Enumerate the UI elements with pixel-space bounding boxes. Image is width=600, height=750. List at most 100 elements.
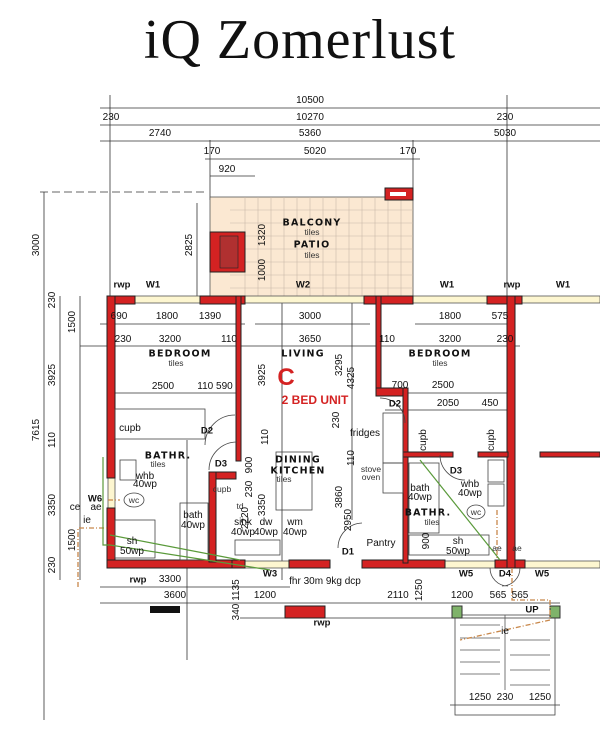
cupboard-label: cupb <box>486 429 497 451</box>
dimension-label: 3925 <box>47 363 58 387</box>
dimension-label: 3925 <box>257 363 268 387</box>
cleaning-eye-label: ce <box>69 502 81 513</box>
dimension-label: 230 <box>496 112 514 123</box>
dimension-label: 110 <box>379 334 395 345</box>
access-eye-label: ae <box>90 502 102 513</box>
dimension-label: 1390 <box>198 311 222 322</box>
dimension-label: 170 <box>399 146 417 157</box>
bath-label: bath <box>183 510 203 521</box>
dimension-label: 2740 <box>148 128 172 139</box>
window-label: W5 <box>534 568 550 580</box>
finish-label: tiles <box>150 458 166 469</box>
room-label-kitchen: KITCHEN <box>270 465 326 477</box>
shower-label: sh <box>126 536 138 547</box>
stair-up-label: UP <box>525 604 539 616</box>
room-label-bedroom: BEDROOM <box>408 348 472 360</box>
sink-label: sink <box>234 517 252 528</box>
stove-label: stove <box>360 463 382 474</box>
fire-hose-reel-box <box>284 605 326 619</box>
shower-label: sh <box>452 536 464 547</box>
room-label-pantry: Pantry <box>366 538 396 549</box>
door-label: D3 <box>214 458 228 470</box>
stair-post-left <box>451 605 463 619</box>
toilet-label: wc <box>128 494 140 505</box>
dimension-label: 10500 <box>296 95 324 106</box>
fridges-label: fridges <box>349 428 381 439</box>
rain-water-pipe-label: rwp <box>129 574 147 586</box>
window-label: W6 <box>87 493 103 505</box>
waterproofing-label: 40wp <box>408 492 432 503</box>
room-label-living: LIVING <box>281 348 325 360</box>
dimension-label: 920 <box>218 164 236 175</box>
dimension-label: 565 <box>511 590 529 601</box>
access-eye-label: ae <box>512 542 522 553</box>
dimension-label: 1200 <box>253 590 277 601</box>
dimension-label: 1500 <box>67 310 78 334</box>
room-label-patio: PATIO <box>293 239 331 251</box>
dimension-label: 230 <box>331 411 342 429</box>
finish-label: tiles <box>168 357 184 368</box>
dimension-label: 3350 <box>257 493 268 517</box>
dimension-label: 230 <box>496 334 514 345</box>
room-label-bathroom: BATHR. <box>144 450 192 462</box>
door-label: D1 <box>341 546 355 558</box>
drain-lines <box>77 499 551 641</box>
unit-letter: C <box>277 364 295 391</box>
dimension-label: 900 <box>244 456 255 474</box>
door-label: D2 <box>200 425 214 437</box>
dimension-label: 1250 <box>468 692 492 703</box>
finish-label: tiles <box>276 473 292 484</box>
dimension-label: 575 <box>491 311 509 322</box>
dimension-label: 3200 <box>438 334 462 345</box>
waterproofing-label: 40wp <box>458 488 482 499</box>
dimension-label: 3300 <box>158 574 182 585</box>
window-label: W5 <box>458 568 474 580</box>
cupboard-label: cupb <box>212 483 232 494</box>
dimension-label: 1200 <box>450 590 474 601</box>
dimension-label: 230 <box>102 112 120 123</box>
dimension-label: 4325 <box>346 366 357 390</box>
dimension-label: 230 <box>47 556 58 574</box>
dimension-label: 3295 <box>334 353 345 377</box>
dimension-label: 110 <box>260 429 271 445</box>
inspection-eye-label: ie <box>83 515 91 526</box>
cupboard-label: cupb <box>418 429 429 451</box>
window-label: W1 <box>145 279 161 291</box>
cupboard-label: cupb <box>119 423 141 434</box>
window-label: W1 <box>439 279 455 291</box>
room-label-balcony: BALCONY <box>282 217 342 229</box>
door-label: D3 <box>449 465 463 477</box>
dimension-label: 5030 <box>493 128 517 139</box>
dimension-label: 450 <box>481 398 499 409</box>
dimension-label: 230 <box>244 480 255 498</box>
finish-label: tiles <box>304 249 320 260</box>
dimension-label: 5360 <box>298 128 322 139</box>
rain-water-pipe-label: rwp <box>113 279 131 291</box>
dimension-label: 3650 <box>298 334 322 345</box>
walls <box>106 295 600 569</box>
waterproofing-label: 50wp <box>120 546 144 557</box>
dimension-label: 1250 <box>414 578 425 602</box>
dimension-label: 565 <box>489 590 507 601</box>
dimension-label: 3600 <box>163 590 187 601</box>
dimension-label: 690 <box>110 311 128 322</box>
dimension-label: 3860 <box>334 485 345 509</box>
window-label: W2 <box>295 279 311 291</box>
dimension-label: 3000 <box>298 311 322 322</box>
waterproofing-label: 50wp <box>446 546 470 557</box>
finish-label: tiles <box>432 357 448 368</box>
dimension-label: 2500 <box>151 381 175 392</box>
room-label-dining: DINING <box>275 454 321 466</box>
dimension-label: 1250 <box>528 692 552 703</box>
dimension-label: 2950 <box>343 508 354 532</box>
development-title: iQ Zomerlust <box>143 9 457 71</box>
dimension-label: 3000 <box>31 233 42 257</box>
dimension-label: 10270 <box>296 112 324 123</box>
dimension-label: 5020 <box>303 146 327 157</box>
window-label: W1 <box>555 279 571 291</box>
fire-hose-reel-label: fhr 30m 9kg dcp <box>289 576 361 587</box>
dimension-label: 3200 <box>158 334 182 345</box>
waterproofing-label: 40wp <box>283 527 307 538</box>
waterproofing-label: 40wp <box>254 527 278 538</box>
